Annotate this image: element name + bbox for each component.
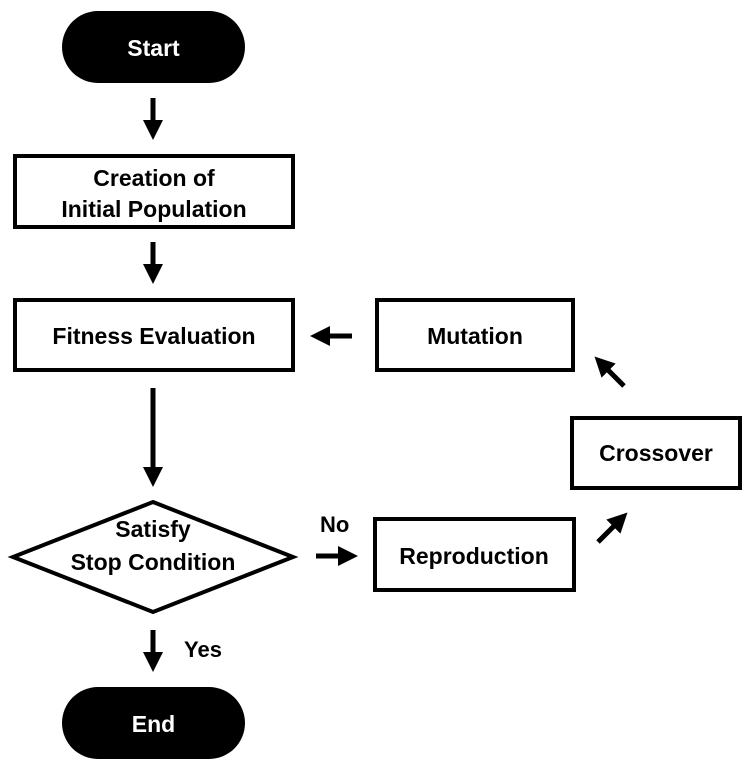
decision-label-line-2: Stop Condition [71, 549, 236, 575]
creation-label-line-2: Initial Population [61, 196, 246, 222]
crossover-label: Crossover [599, 440, 713, 466]
crossover-node: Crossover [570, 416, 742, 490]
arrow-crossover-to-mutation [594, 356, 626, 388]
stop-condition-decision: Satisfy Stop Condition [7, 499, 299, 615]
fitness-evaluation-node: Fitness Evaluation [13, 298, 295, 372]
end-node: End [62, 687, 245, 759]
start-label: Start [127, 35, 180, 61]
edge-label-yes: Yes [184, 637, 222, 662]
arrow-reproduction-to-crossover [596, 512, 628, 544]
decision-label-line-1: Satisfy [115, 516, 191, 542]
end-label: End [132, 711, 175, 737]
start-node: Start [62, 11, 245, 83]
fitness-evaluation-label: Fitness Evaluation [52, 323, 255, 349]
creation-node: Creation of Initial Population [13, 154, 295, 229]
edge-label-no: No [320, 512, 349, 537]
reproduction-node: Reproduction [373, 517, 576, 592]
mutation-node: Mutation [375, 298, 575, 372]
reproduction-label: Reproduction [399, 543, 549, 569]
mutation-label: Mutation [427, 323, 523, 349]
creation-label-line-1: Creation of [93, 165, 215, 191]
